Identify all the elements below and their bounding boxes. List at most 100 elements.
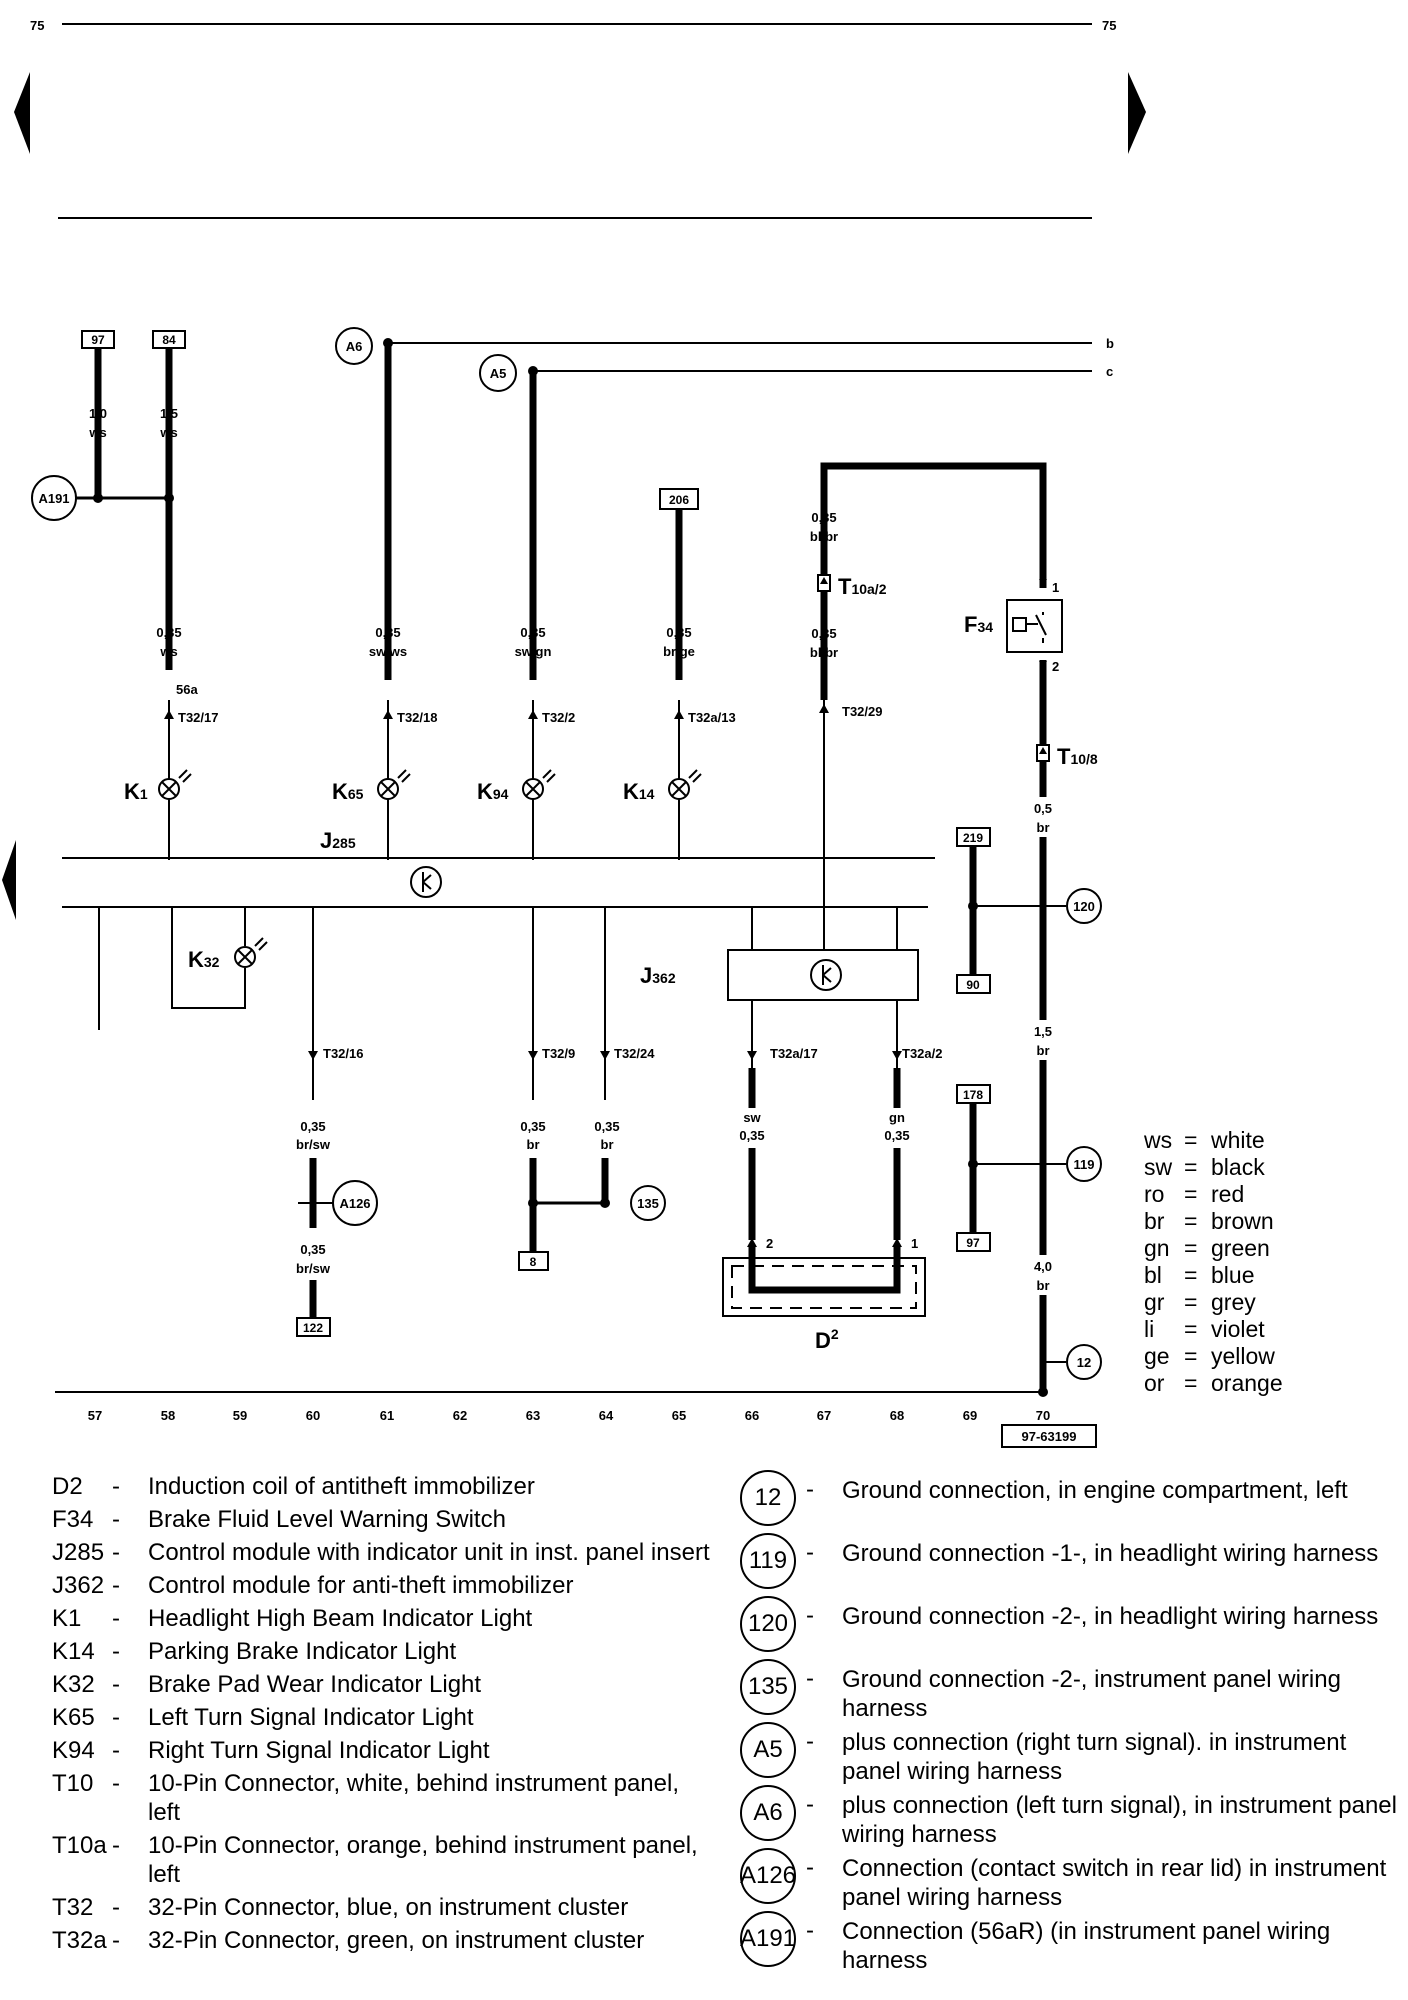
k1-label: K1: [124, 779, 148, 804]
track-number: 65: [672, 1408, 686, 1423]
reference-code-box: [1001, 1424, 1097, 1448]
color-key-name: yellow: [1211, 1343, 1275, 1369]
f34-pin1: 1: [1052, 580, 1059, 595]
t32a-2-arrow-icon: [892, 1051, 902, 1060]
t32-9-label: T32/9: [542, 1046, 575, 1061]
d2-label: D2: [815, 1326, 839, 1353]
t32-29-arrow-icon: [819, 704, 829, 713]
legend-item: J362-Control module for anti-theft immob…: [52, 1571, 712, 1600]
ground-legend-item: A5-plus connection (right turn signal). …: [740, 1722, 1400, 1785]
legend-dash: -: [112, 1894, 120, 1921]
j362-module-icon: [810, 959, 842, 991]
color-key-name: black: [1211, 1154, 1265, 1180]
circle-a126-label: A126: [339, 1196, 370, 1211]
ground-legend-dash: -: [806, 1665, 814, 1692]
ground-legend-item: 119-Ground connection -1-, in headlight …: [740, 1533, 1400, 1596]
wire-ground-mid-gauge: 1,5: [1034, 1024, 1052, 1039]
k32-label: K32: [188, 947, 220, 972]
circle-120-label: 120: [1073, 899, 1095, 914]
ground-legend-dash: -: [806, 1476, 814, 1503]
connector-178-label: 178: [963, 1088, 983, 1102]
track-number: 59: [233, 1408, 247, 1423]
legend-description: Left Turn Signal Indicator Light: [148, 1704, 474, 1731]
legend-description: Induction coil of antitheft immobilizer: [148, 1473, 535, 1500]
connector-122-label: 122: [303, 1321, 323, 1335]
t32-17-label: T32/17: [178, 710, 218, 725]
color-key-name: orange: [1211, 1370, 1283, 1396]
wire-t32-9-color: br: [527, 1137, 540, 1152]
wire-ground-mid-color: br: [1037, 1043, 1050, 1058]
wire-f34-out-label-bg: [1020, 797, 1066, 837]
prev-page-arrow-icon[interactable]: [14, 72, 30, 154]
t32-2-arrow-icon: [528, 710, 538, 719]
connector-122: [296, 1317, 331, 1337]
k94-label: K94: [477, 779, 509, 804]
ground-legend: 12-Ground connection, in engine compartm…: [740, 1470, 1400, 1974]
color-key-eq: =: [1184, 1343, 1197, 1369]
color-key-code: or: [1144, 1370, 1165, 1396]
legend-description: Brake Fluid Level Warning Switch: [148, 1506, 506, 1533]
legend-code: T10a: [52, 1832, 107, 1859]
circle-120: [1066, 888, 1102, 924]
color-key-code: gr: [1144, 1289, 1165, 1315]
junction-178: [968, 1159, 978, 1169]
f34-switch-contact-icon: [1026, 612, 1047, 643]
connector-8: [518, 1251, 549, 1271]
wire-t32-24-color: br: [601, 1137, 614, 1152]
wire-k94-color: sw/gn: [515, 644, 552, 659]
d2-pin1: 1: [911, 1236, 918, 1251]
lamp-k14-cross: [671, 769, 702, 797]
junction-135: [528, 1198, 538, 1208]
legend-dash: -: [112, 1572, 120, 1599]
legend-code: K14: [52, 1638, 95, 1665]
d2-pin2: 2: [766, 1236, 773, 1251]
circle-a191-label: A191: [38, 491, 69, 506]
wire-ground-low-label-bg: [1020, 1255, 1066, 1295]
wire-k1-gauge: 0,35: [156, 625, 181, 640]
wire-k14-gauge: 0,35: [666, 625, 691, 640]
j362-module-glyph: [822, 965, 832, 985]
lamp-k94-cross: [525, 769, 556, 797]
t32-24-arrow-icon: [600, 1051, 610, 1060]
legend-item: F34-Brake Fluid Level Warning Switch: [52, 1505, 712, 1534]
legend-code: J285: [52, 1539, 105, 1566]
color-key-code: gn: [1144, 1235, 1170, 1261]
component-legend: D2-Induction coil of antitheft immobiliz…: [52, 1472, 712, 1959]
reference-code: 97-63199: [1022, 1429, 1077, 1444]
legend-description: Brake Pad Wear Indicator Light: [148, 1671, 482, 1698]
legend-description: 10-Pin Connector, orange, behind instrum…: [148, 1832, 698, 1888]
circle-a126: [332, 1180, 378, 1226]
legend-code: T10: [52, 1770, 94, 1797]
track-arrow-left-icon: [2, 840, 16, 920]
color-key-name: white: [1210, 1127, 1265, 1153]
circle-135: [630, 1185, 666, 1221]
t32a-17-label: T32a/17: [770, 1046, 818, 1061]
ground-legend-description: Ground connection, in engine compartment…: [842, 1477, 1348, 1504]
wire-f34-out-gauge: 0,5: [1034, 801, 1052, 816]
legend-dash: -: [112, 1638, 120, 1665]
track-number: 63: [526, 1408, 540, 1423]
legend-description: Headlight High Beam Indicator Light: [148, 1605, 533, 1632]
legend-dash: -: [112, 1927, 120, 1954]
color-key-name: violet: [1211, 1316, 1265, 1342]
legend-description: Control module with indicator unit in in…: [148, 1539, 710, 1566]
circle-a5: [479, 354, 517, 392]
color-key-eq: =: [1184, 1208, 1197, 1234]
circle-a6: [335, 327, 373, 365]
next-page-arrow-icon[interactable]: [1128, 72, 1146, 154]
color-key-eq: =: [1184, 1316, 1197, 1342]
t108-label: T10/8: [1057, 744, 1098, 769]
circle-a5-label: A5: [490, 366, 507, 381]
ground-legend-dash: -: [806, 1728, 814, 1755]
color-key-eq: =: [1184, 1181, 1197, 1207]
track-number: 57: [88, 1408, 102, 1423]
wire-84-color: ws: [159, 425, 177, 440]
color-key-code: ws: [1143, 1127, 1172, 1153]
wire-f34-out-color: br: [1037, 820, 1050, 835]
legend-code: J362: [52, 1572, 105, 1599]
t32-16-label: T32/16: [323, 1046, 363, 1061]
k32-loop: [171, 907, 246, 1009]
legend-dash: -: [112, 1539, 120, 1566]
color-key-code: bl: [1144, 1262, 1162, 1288]
